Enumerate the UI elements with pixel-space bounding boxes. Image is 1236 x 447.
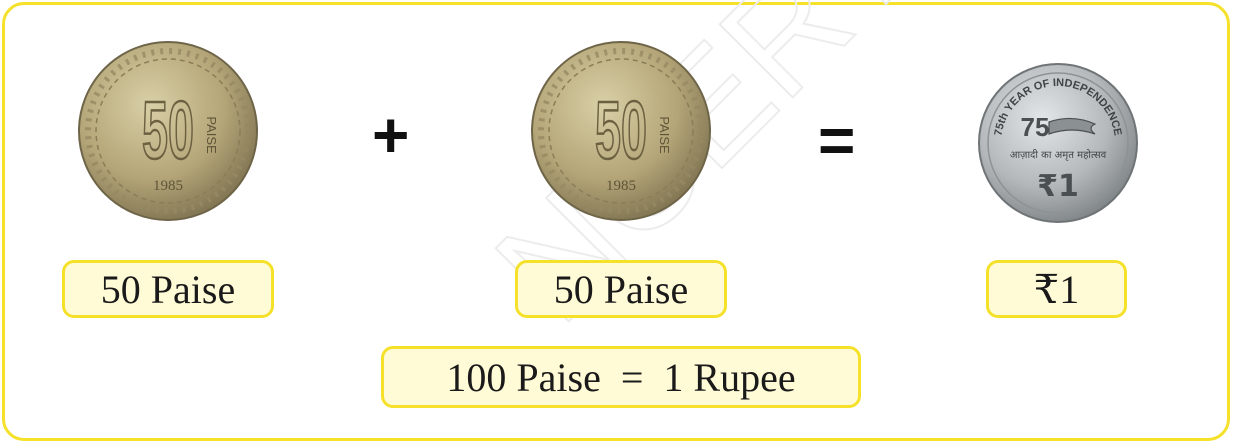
svg-text:50: 50 [142,85,194,176]
plus-sign: + [372,99,410,171]
equation-box: 100 Paise = 1 Rupee [381,346,861,408]
svg-text:आज़ादी का अमृत महोत्सव: आज़ादी का अमृत महोत्सव [1010,149,1107,161]
coin-1-rupee: 75th YEAR OF INDEPENDENCE 75 आज़ादी का अ… [977,62,1139,224]
label-1-rupee: ₹1 [986,260,1127,318]
label-50-paise-left: 50 Paise [62,260,274,318]
label-50-paise-right: 50 Paise [515,260,727,318]
svg-text:50: 50 [595,85,647,176]
svg-text:PAISE: PAISE [204,116,219,154]
coin-50-paise-right: 50 PAISE 1985 [530,40,712,222]
coin-50-paise-left: 50 PAISE 1985 [77,40,259,222]
svg-text:75: 75 [1021,112,1050,142]
svg-text:1985: 1985 [153,178,183,194]
svg-text:1985: 1985 [606,178,636,194]
svg-text:₹1: ₹1 [1037,169,1079,204]
equals-sign: = [818,104,856,176]
svg-text:PAISE: PAISE [657,116,672,154]
